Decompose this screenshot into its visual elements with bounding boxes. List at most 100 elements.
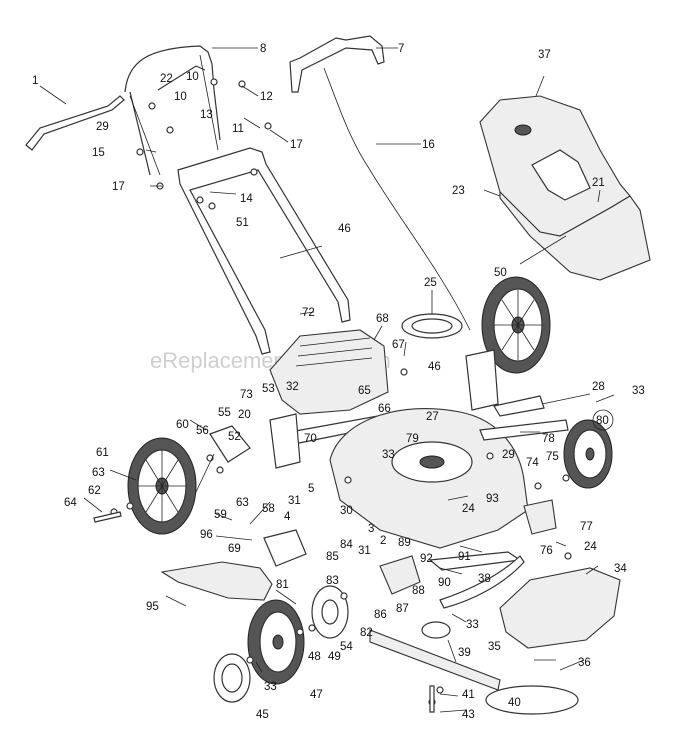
callout-52: 52 xyxy=(228,431,241,443)
callout-65: 65 xyxy=(358,385,371,397)
callout-1: 1 xyxy=(32,75,38,87)
callout-56: 56 xyxy=(196,425,209,437)
callout-36: 36 xyxy=(578,657,591,669)
callout-55: 55 xyxy=(218,407,231,419)
callout-67: 67 xyxy=(392,339,405,351)
callout-7: 7 xyxy=(398,43,404,55)
part-cable xyxy=(323,67,471,331)
callout-91: 91 xyxy=(458,551,471,563)
callout-10a: 10 xyxy=(186,71,199,83)
callout-31b: 31 xyxy=(358,545,371,557)
callout-27: 27 xyxy=(426,411,439,423)
part-shield xyxy=(439,555,525,609)
deck-center-hole xyxy=(419,455,445,469)
callout-35: 35 xyxy=(488,641,501,653)
callout-13: 13 xyxy=(200,109,213,121)
callout-70: 70 xyxy=(304,433,317,445)
callout-46b: 46 xyxy=(428,361,441,373)
callout-47: 47 xyxy=(310,689,323,701)
part-control-lever xyxy=(25,95,125,151)
part-rear-wheel-right xyxy=(481,276,551,374)
callout-59: 59 xyxy=(214,509,227,521)
callout-75: 75 xyxy=(546,451,559,463)
callout-90: 90 xyxy=(438,577,451,589)
callout-22: 22 xyxy=(160,73,173,85)
callout-89: 89 xyxy=(398,537,411,549)
callout-63b: 63 xyxy=(236,497,249,509)
part-height-adjuster xyxy=(523,499,557,535)
callout-85: 85 xyxy=(326,551,339,563)
grass-bag-hole xyxy=(514,124,532,136)
part-gear-case xyxy=(379,555,421,595)
callout-20: 20 xyxy=(238,409,251,421)
callout-87: 87 xyxy=(396,603,409,615)
part-height-plate-left xyxy=(209,425,251,463)
callout-69: 69 xyxy=(228,543,241,555)
callout-51: 51 xyxy=(236,217,249,229)
part-rear-wheel-left xyxy=(127,437,197,535)
part-rear-cover xyxy=(269,329,389,415)
callout-40: 40 xyxy=(508,697,521,709)
callout-54: 54 xyxy=(340,641,353,653)
callout-49: 49 xyxy=(328,651,341,663)
callout-48: 48 xyxy=(308,651,321,663)
callout-50: 50 xyxy=(494,267,507,279)
callout-32: 32 xyxy=(286,381,299,393)
callout-92: 92 xyxy=(420,553,433,565)
callout-72: 72 xyxy=(302,307,315,319)
callout-25: 25 xyxy=(424,277,437,289)
callout-37: 37 xyxy=(538,49,551,61)
part-front-wheel-right xyxy=(563,419,613,489)
callout-33b: 33 xyxy=(382,449,395,461)
callout-88: 88 xyxy=(412,585,425,597)
part-blade xyxy=(369,629,501,691)
callout-93: 93 xyxy=(486,493,499,505)
rear-cover-ribs xyxy=(295,337,373,367)
part-rear-bracket-right xyxy=(465,349,499,411)
callout-16: 16 xyxy=(422,139,435,151)
part-grass-bag xyxy=(499,190,651,281)
callout-45: 45 xyxy=(256,709,269,721)
callout-77: 77 xyxy=(580,521,593,533)
part-rear-bracket-left xyxy=(269,413,301,469)
upper-handle-inner-line xyxy=(129,54,219,176)
grass-bag-handle xyxy=(531,149,591,201)
callout-24b: 24 xyxy=(584,541,597,553)
part-blade-bolt-43 xyxy=(429,685,435,713)
callout-74: 74 xyxy=(526,457,539,469)
callout-80: 80 xyxy=(596,415,609,427)
callout-76: 76 xyxy=(540,545,553,557)
callout-8: 8 xyxy=(260,43,266,55)
callout-21: 21 xyxy=(592,177,605,189)
callout-58: 58 xyxy=(262,503,275,515)
part-belt xyxy=(485,685,579,715)
callout-60: 60 xyxy=(176,419,189,431)
callout-5: 5 xyxy=(308,483,314,495)
callout-24a: 24 xyxy=(462,503,475,515)
callout-96: 96 xyxy=(200,529,213,541)
callout-3: 3 xyxy=(368,523,374,535)
callout-83: 83 xyxy=(326,575,339,587)
callout-41: 41 xyxy=(462,689,475,701)
callout-53: 53 xyxy=(262,383,275,395)
callout-86: 86 xyxy=(374,609,387,621)
callout-17a: 17 xyxy=(290,139,303,151)
callout-10b: 10 xyxy=(174,91,187,103)
callout-28: 28 xyxy=(592,381,605,393)
part-side-discharge-chute xyxy=(160,561,273,601)
callout-15: 15 xyxy=(92,147,105,159)
part-lower-handle xyxy=(177,147,351,355)
part-hubcap xyxy=(213,653,251,703)
callout-31a: 31 xyxy=(288,495,301,507)
callout-63a: 63 xyxy=(92,467,105,479)
callout-68: 68 xyxy=(376,313,389,325)
callout-12: 12 xyxy=(260,91,273,103)
fasteners xyxy=(110,78,572,706)
callout-33d: 33 xyxy=(264,681,277,693)
callout-95: 95 xyxy=(146,601,159,613)
callout-39: 39 xyxy=(458,647,471,659)
part-front-wheel-left xyxy=(247,599,305,685)
callout-33a: 33 xyxy=(632,385,645,397)
callout-38: 38 xyxy=(478,573,491,585)
callout-64: 64 xyxy=(64,497,77,509)
